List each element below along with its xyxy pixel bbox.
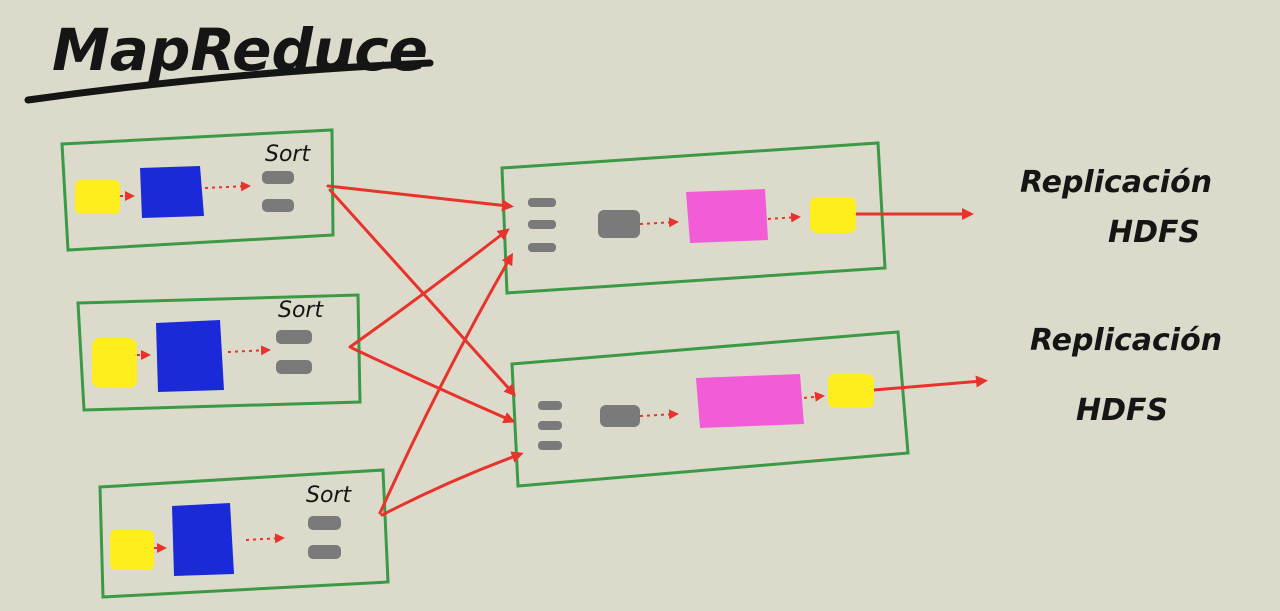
shuffle-buffer-block [600,405,640,427]
replication-label: Replicación [1020,165,1212,200]
merged-input-block [538,401,562,410]
reduce-node-2 [510,330,910,488]
shuffle-arrow [348,228,510,349]
map-node-1: Sort [60,128,335,252]
merged-input-block [528,243,556,252]
dotted-arrow [639,217,679,228]
reduce-function-block [686,189,768,243]
input-split-block [92,338,137,388]
dotted-arrow [767,212,801,223]
sorted-partition-block [276,360,312,374]
shuffle-arrows [326,184,524,517]
hdfs-label: HDFS [1108,215,1200,250]
map-function-block [156,320,224,392]
sorted-partition-block [262,171,294,184]
output-block [828,374,874,408]
map-node-3: Sort [98,468,390,599]
sorted-partition-block [262,199,294,212]
sorted-partition-block [276,330,312,344]
map-node-2: Sort [76,293,362,412]
dotted-arrow [639,409,679,420]
shuffle-buffer-block [598,210,640,238]
shuffle-arrow [326,184,514,212]
output-arrow [873,375,988,392]
sort-label: Sort [265,142,311,167]
map-function-block [172,503,234,576]
hdfs-label: HDFS [1076,393,1168,428]
shuffle-arrow [378,252,513,515]
map-function-block [140,166,204,218]
dotted-arrow [204,181,251,192]
merged-input-block [528,198,556,207]
sort-label: Sort [306,483,352,508]
sorted-partition-block [308,516,341,530]
map-node-border [76,293,362,412]
shuffle-arrow [328,188,517,397]
sort-label: Sort [278,298,324,323]
title-underline [24,59,434,104]
input-split-block [75,180,120,214]
dotted-arrow [803,391,825,402]
map-node-border [60,128,335,252]
merged-input-block [528,220,556,229]
sorted-partition-block [308,545,341,559]
merged-input-block [538,441,562,450]
reduce-node-border [500,141,887,295]
map-node-border [98,468,390,599]
shuffle-arrow [380,451,524,517]
reduce-node-1 [500,141,887,295]
reduce-node-border [510,330,910,488]
dotted-arrow [227,345,271,356]
shuffle-arrow [350,346,516,424]
input-split-block [110,530,154,570]
dotted-arrow [245,533,285,544]
reduce-function-block [696,374,804,428]
output-block [810,197,856,233]
merged-input-block [538,421,562,430]
replication-label: Replicación [1030,323,1222,358]
